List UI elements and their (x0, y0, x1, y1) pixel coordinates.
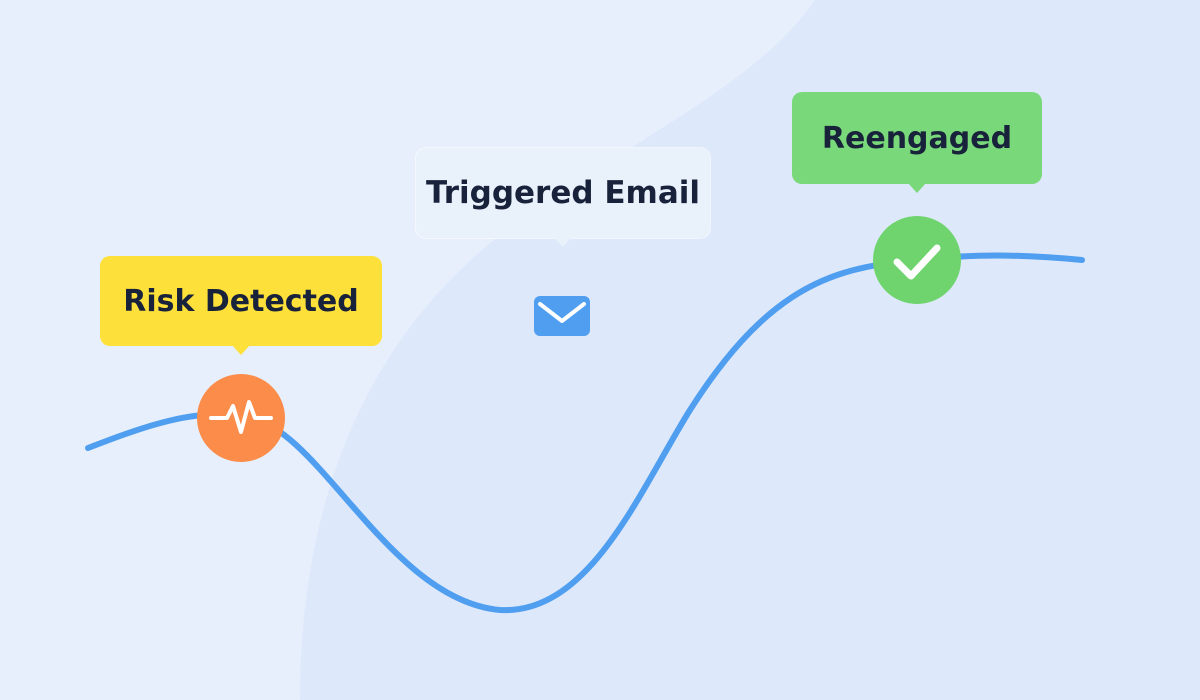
risk-detected-label: Risk Detected (123, 283, 359, 319)
triggered-email-callout: Triggered Email (416, 148, 710, 247)
pulse-icon (209, 400, 273, 434)
reengaged-marker (873, 216, 961, 304)
checkmark-icon (893, 244, 941, 280)
reengaged-callout: Reengaged (792, 92, 1042, 193)
risk-detected-callout: Risk Detected (100, 256, 382, 355)
mail-icon (534, 296, 590, 336)
reengaged-label: Reengaged (821, 120, 1013, 156)
risk-marker (197, 374, 285, 462)
triggered-email-label: Triggered Email (425, 175, 700, 211)
